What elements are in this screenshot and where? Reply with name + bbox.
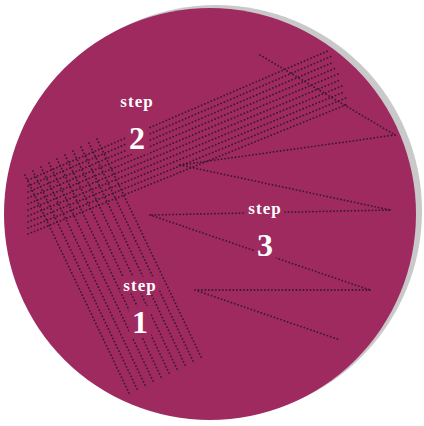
step-word: step <box>120 277 159 294</box>
step-word: step <box>245 200 284 217</box>
streak-step-2 <box>28 50 348 234</box>
step-number: 1 <box>129 306 151 338</box>
streak-step-3 <box>150 55 395 340</box>
step-word: step <box>117 93 156 110</box>
streak-lines <box>25 50 395 395</box>
step-number: 2 <box>126 122 148 154</box>
agar-plate <box>4 8 416 420</box>
streak-step-1 <box>25 139 202 395</box>
step-number: 3 <box>254 229 276 261</box>
